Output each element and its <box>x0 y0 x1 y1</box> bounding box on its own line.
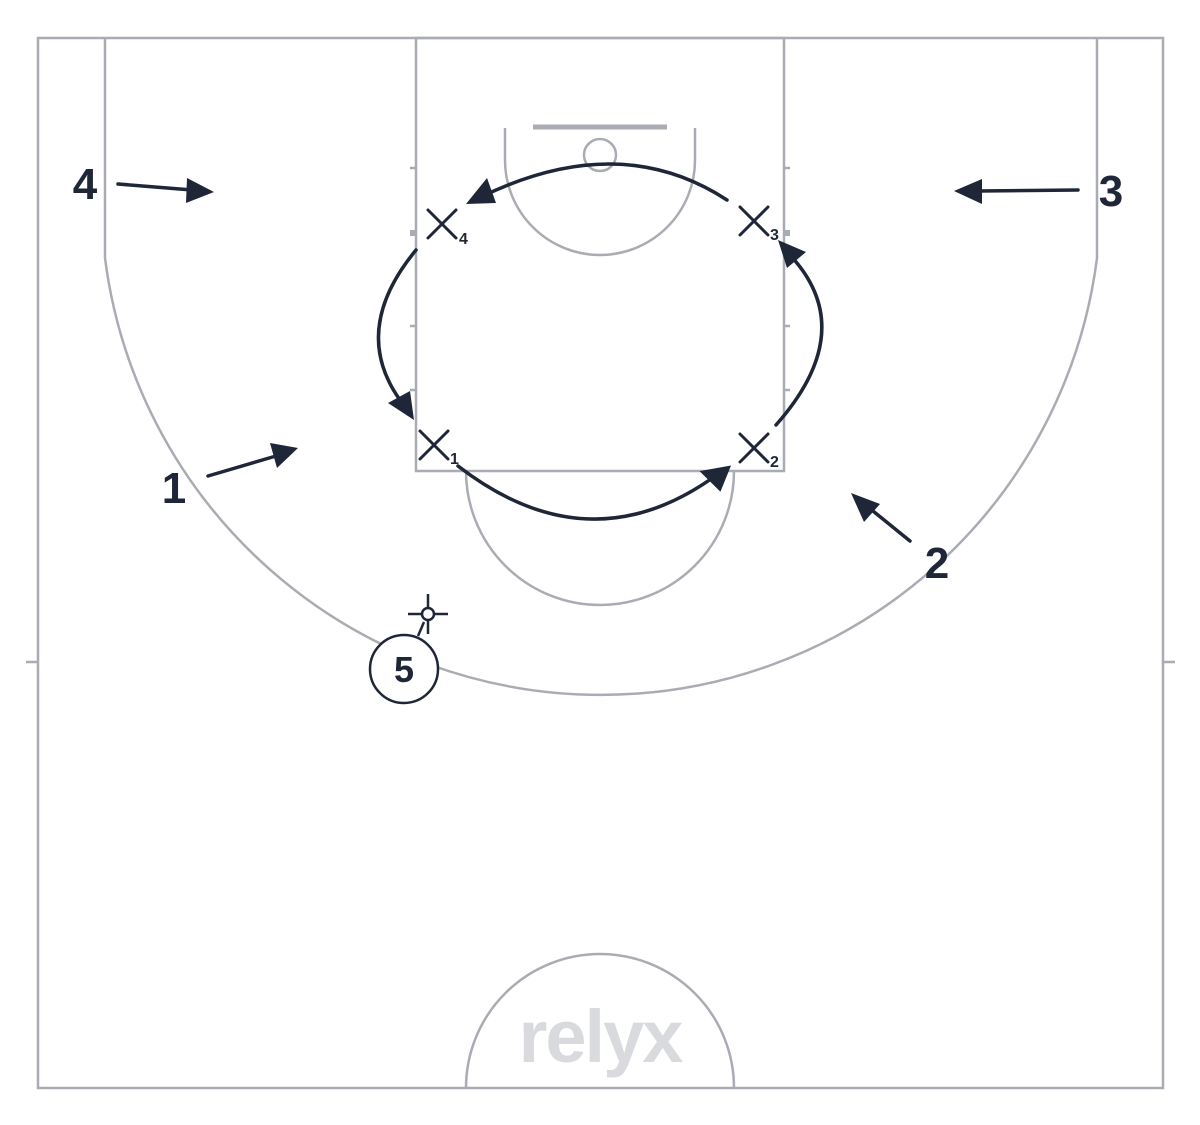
player-number: 2 <box>925 539 949 588</box>
defender-label: 1 <box>450 451 459 468</box>
defender-x1[interactable]: 1 <box>418 429 459 468</box>
rotation-x4-to-x1 <box>376 248 418 402</box>
player-number: 4 <box>73 160 98 209</box>
ball-crosshair-icon <box>408 594 448 637</box>
defender-label: 2 <box>770 454 779 471</box>
rotation-x2-to-x3 <box>774 253 824 427</box>
offense-player-4[interactable]: 4 <box>73 160 214 209</box>
arrowhead <box>388 391 414 420</box>
three-point-line <box>103 38 1099 697</box>
player-number: 5 <box>394 649 414 690</box>
arrowhead <box>851 493 880 522</box>
lane-hash-marks <box>410 166 790 392</box>
rotation-x1-to-x2 <box>456 464 720 521</box>
defender-x3[interactable]: 3 <box>738 205 779 244</box>
cut-arrow-line <box>116 182 194 192</box>
rotation-x3-to-x4 <box>481 162 729 202</box>
defender-x2[interactable]: 2 <box>738 432 779 471</box>
offense-player-1[interactable]: 1 <box>162 443 298 513</box>
x-mark-icon <box>738 432 770 464</box>
offense-player-3[interactable]: 3 <box>954 167 1123 216</box>
watermark-logo: relyx <box>519 995 684 1078</box>
cut-arrow-line <box>206 454 278 478</box>
arrowhead <box>466 178 496 204</box>
cut-arrow-line <box>976 188 1080 193</box>
arrowhead <box>186 178 214 203</box>
center-circle <box>464 952 736 1089</box>
offense-player-2[interactable]: 2 <box>851 493 949 588</box>
arrowhead <box>954 179 982 204</box>
defender-x4[interactable]: 4 <box>426 208 468 248</box>
offense-player-5[interactable]: 5 <box>368 594 448 705</box>
player-number: 3 <box>1099 167 1123 216</box>
arrowhead <box>778 240 806 268</box>
player-circle <box>368 633 440 705</box>
defender-label: 3 <box>770 227 779 244</box>
player-number: 1 <box>162 464 186 513</box>
cut-arrow-line <box>866 505 912 543</box>
x-mark-icon <box>418 429 450 461</box>
arrowhead <box>699 465 732 492</box>
defender-label: 4 <box>459 231 468 248</box>
rim <box>582 137 618 173</box>
x-mark-icon <box>426 208 458 240</box>
x-mark-icon <box>738 205 770 237</box>
arrowhead <box>270 443 298 468</box>
restricted-area <box>503 128 697 257</box>
free-throw-circle <box>464 470 736 607</box>
court-boundary <box>36 36 1165 1090</box>
